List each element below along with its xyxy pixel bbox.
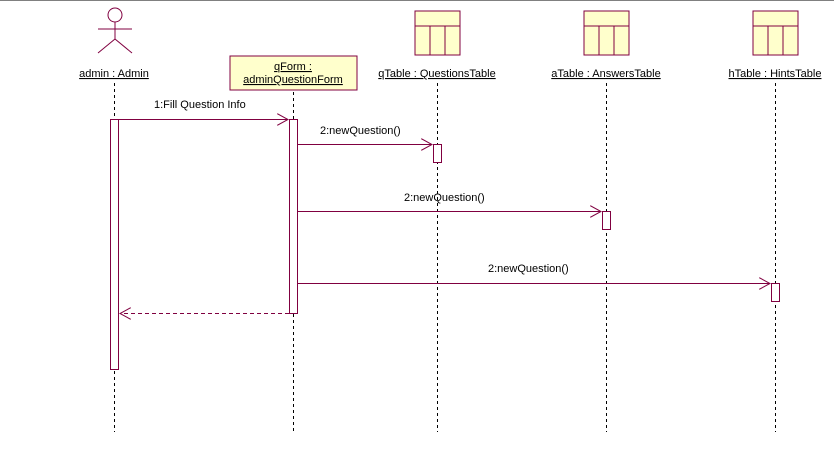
message-4-label: 2:newQuestion(): [488, 263, 569, 275]
table-icon: [414, 10, 461, 56]
table-icon: [752, 10, 799, 56]
object-qform-label-line2: adminQuestionForm: [243, 74, 343, 86]
actor-admin[interactable]: admin : Admin: [79, 7, 149, 80]
message-3[interactable]: 2:newQuestion(): [297, 192, 601, 212]
object-qform-box: [229, 55, 358, 91]
message-1[interactable]: 1:Fill Question Info: [118, 99, 288, 120]
activation-admin[interactable]: [110, 119, 119, 370]
actor-icon: [97, 7, 133, 54]
message-2[interactable]: 2:newQuestion(): [297, 125, 432, 145]
message-3-label: 2:newQuestion(): [404, 192, 485, 204]
activation-qform[interactable]: [289, 119, 298, 314]
object-qtable-label: qTable : QuestionsTable: [378, 68, 495, 80]
table-icon: [583, 10, 630, 56]
object-atable-label: aTable : AnswersTable: [551, 68, 660, 80]
object-qform-label-line1: qForm :: [274, 61, 312, 73]
activation-qtable[interactable]: [433, 144, 442, 163]
message-4[interactable]: 2:newQuestion(): [297, 263, 770, 284]
activation-atable[interactable]: [602, 211, 611, 230]
actor-admin-label: admin : Admin: [79, 68, 149, 80]
object-htable-label: hTable : HintsTable: [729, 68, 822, 80]
activation-htable[interactable]: [771, 283, 780, 302]
object-htable[interactable]: hTable : HintsTable: [729, 10, 822, 80]
message-1-label: 1:Fill Question Info: [154, 99, 246, 111]
message-2-label: 2:newQuestion(): [320, 125, 401, 137]
object-atable[interactable]: aTable : AnswersTable: [551, 10, 661, 80]
object-qform[interactable]: qForm : adminQuestionForm: [229, 55, 358, 91]
object-qtable[interactable]: qTable : QuestionsTable: [378, 10, 496, 80]
